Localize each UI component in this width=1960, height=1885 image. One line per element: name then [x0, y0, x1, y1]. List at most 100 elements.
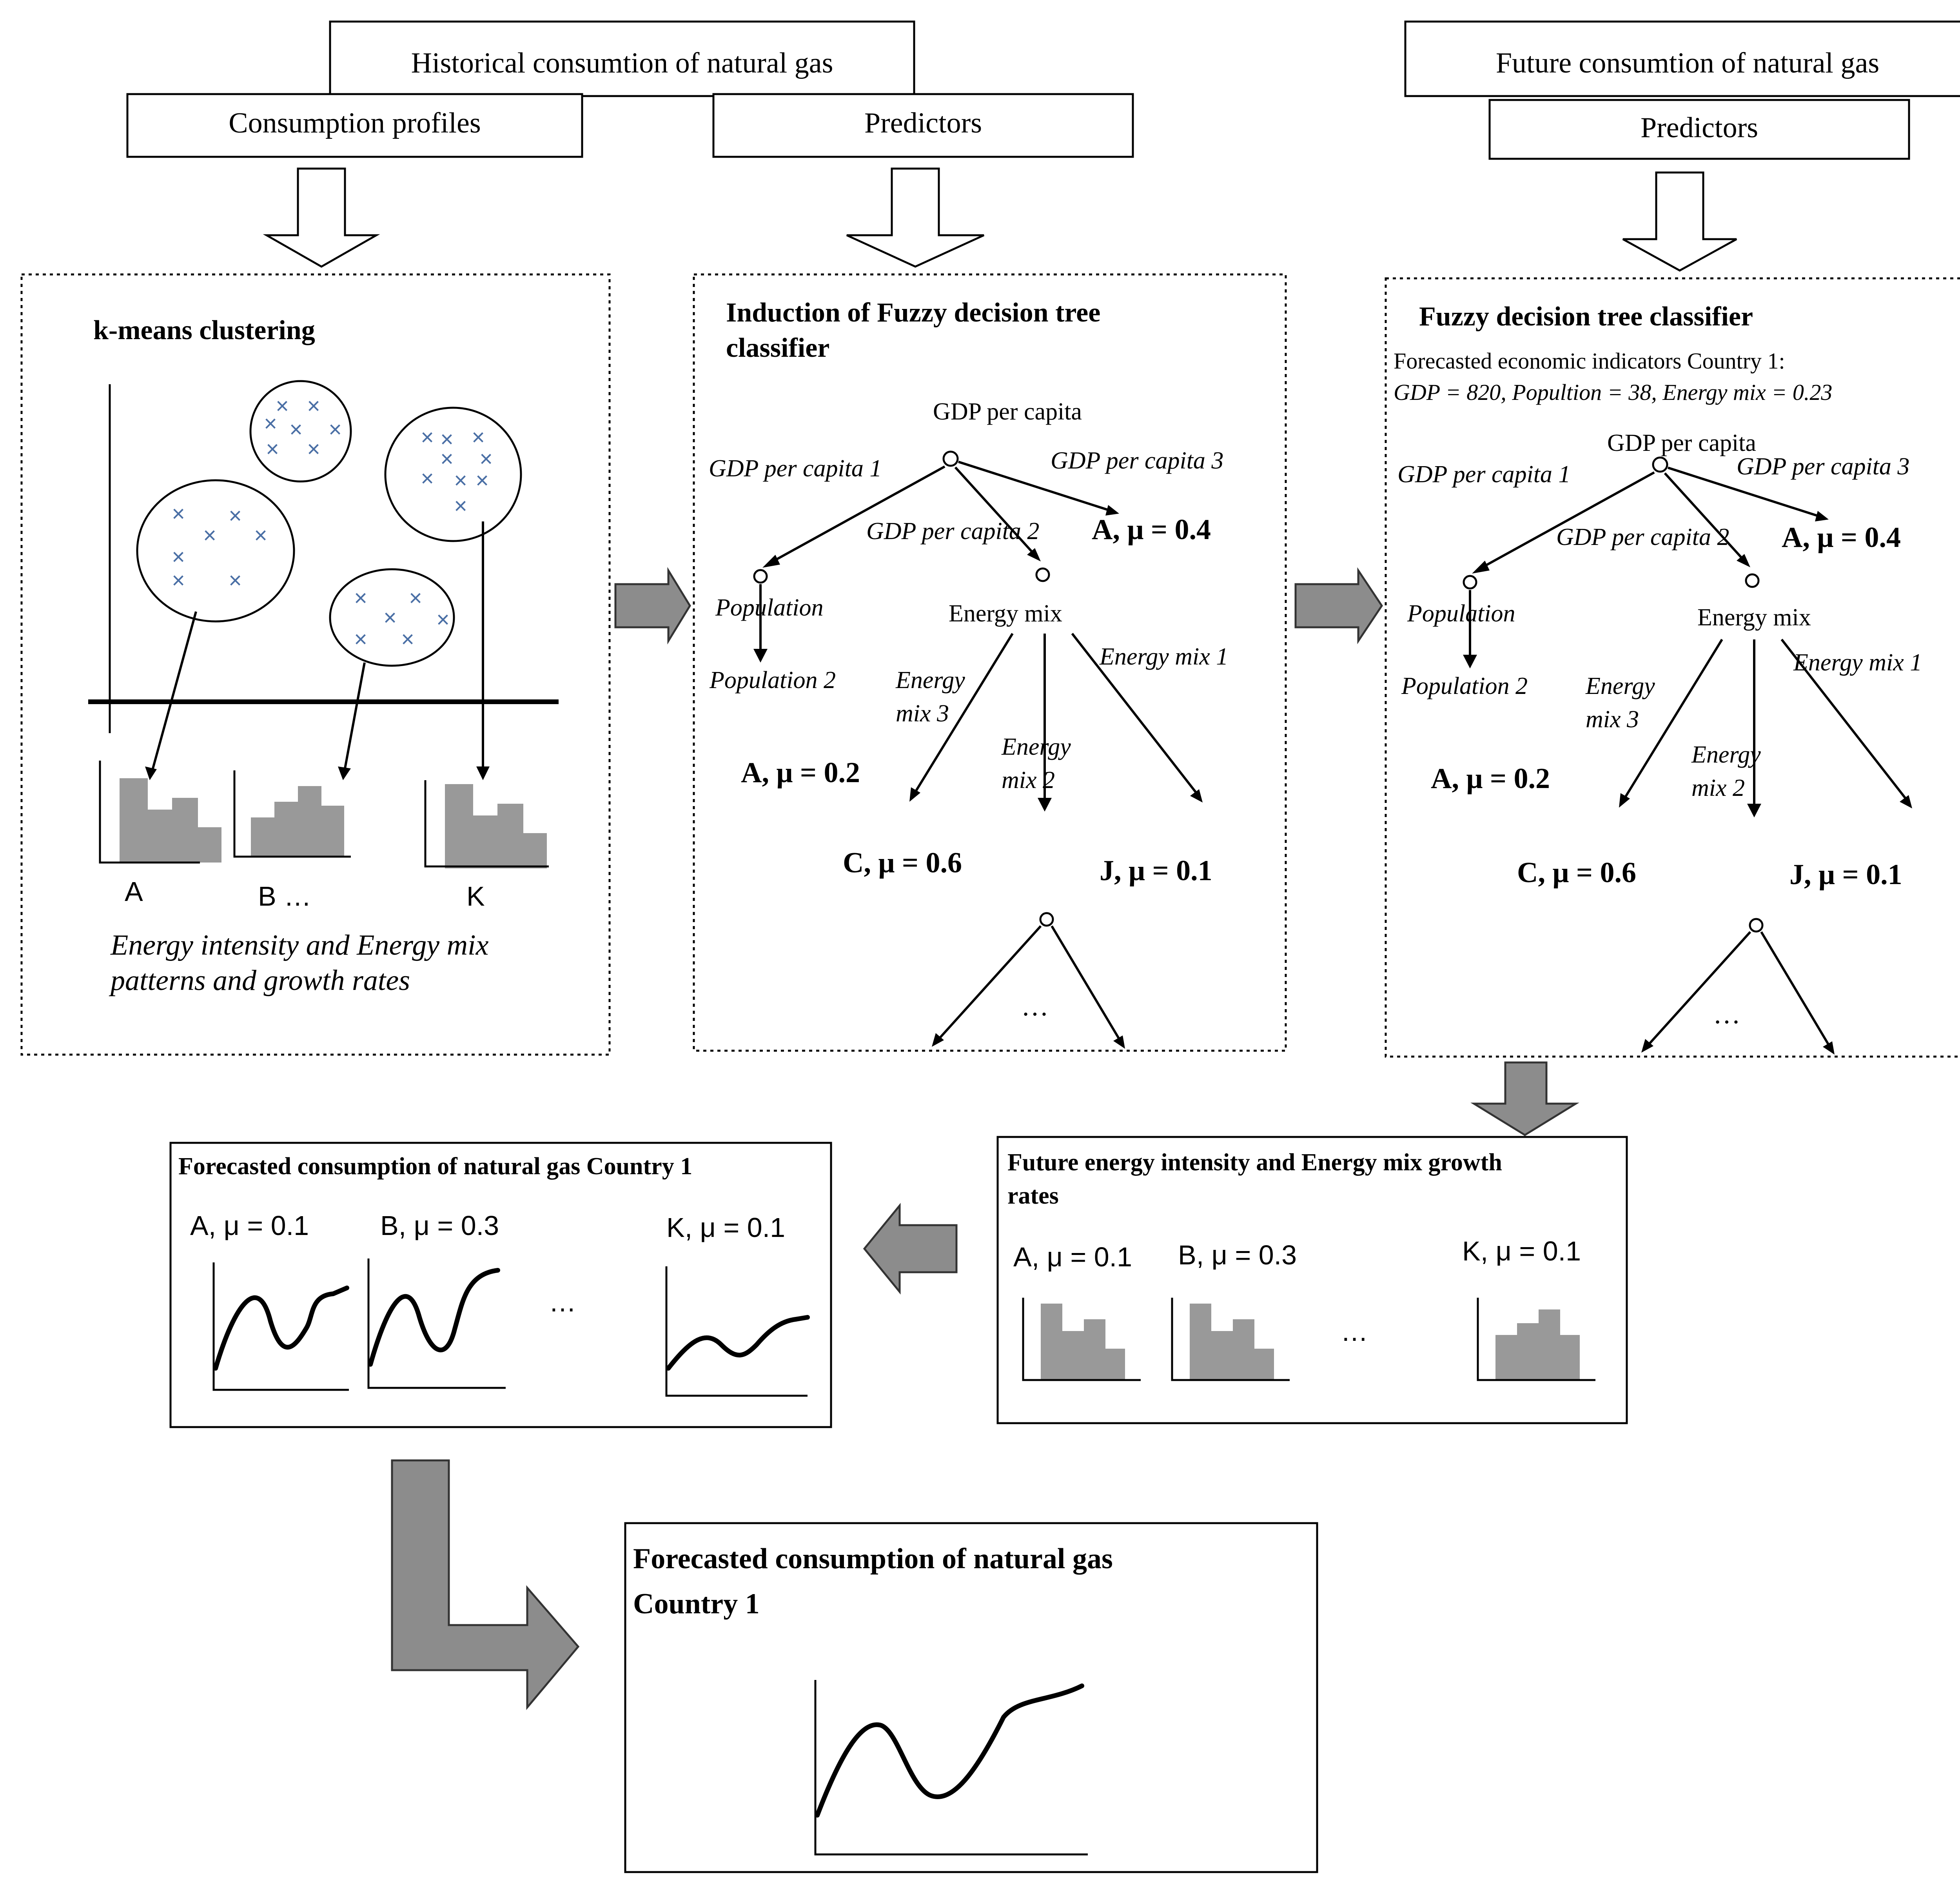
forecast-small-k: K, μ = 0.1: [666, 1212, 785, 1243]
svg-text:×: ×: [401, 627, 414, 652]
future-rates-title-line1: Future energy intensity and Energy mix g…: [1007, 1149, 1502, 1176]
kmeans-caption-line2: patterns and growth rates: [109, 964, 410, 997]
svg-text:GDP per capita 1: GDP per capita 1: [1397, 461, 1570, 488]
cluster-a-label: A: [125, 876, 143, 907]
cluster-group: [136, 380, 522, 667]
svg-text:×: ×: [454, 468, 467, 493]
histogram-k: [424, 780, 549, 868]
right-arrow-1: [614, 567, 691, 645]
kmeans-title: k-means clustering: [93, 315, 315, 345]
svg-text:A, μ = 0.2: A, μ = 0.2: [1431, 763, 1550, 795]
right-arrow-2: [1294, 567, 1383, 645]
svg-text:Population 2: Population 2: [1401, 673, 1528, 699]
future-hist-a: [1022, 1298, 1141, 1381]
svg-text:Energy mix: Energy mix: [949, 600, 1062, 627]
future-header: Future consumtion of natural gas: [1496, 47, 1879, 79]
l-arrow: [391, 1459, 580, 1710]
svg-text:×: ×: [307, 436, 320, 462]
svg-text:GDP per capita 3: GDP per capita 3: [1051, 447, 1223, 474]
svg-text:×: ×: [289, 417, 303, 442]
svg-text:mix 2: mix 2: [1002, 767, 1055, 794]
svg-text:×: ×: [172, 568, 185, 593]
svg-text:×: ×: [229, 503, 242, 528]
predictors-label-right: Predictors: [1641, 112, 1758, 144]
svg-text:Energy mix 1: Energy mix 1: [1099, 643, 1228, 670]
predictors-label-left: Predictors: [864, 107, 982, 139]
svg-text:GDP per capita 3: GDP per capita 3: [1737, 453, 1909, 480]
cluster-pointer-arrows: [145, 521, 490, 780]
svg-text:GDP per capita: GDP per capita: [1607, 430, 1756, 456]
final-title-line1: Forecasted consumption of natural gas: [633, 1543, 1113, 1575]
svg-text:×: ×: [421, 425, 434, 450]
svg-text:×: ×: [479, 446, 493, 472]
svg-text:A, μ = 0.2: A, μ = 0.2: [741, 757, 860, 789]
svg-text:Population 2: Population 2: [709, 667, 836, 694]
svg-text:…: …: [1021, 992, 1049, 1022]
left-arrow: [863, 1202, 958, 1295]
forecast-small-a: A, μ = 0.1: [190, 1210, 309, 1241]
svg-text:×: ×: [203, 523, 216, 548]
svg-text:×: ×: [409, 585, 422, 611]
forecast-small-b: B, μ = 0.3: [380, 1210, 499, 1241]
svg-text:GDP per capita 1: GDP per capita 1: [709, 455, 882, 482]
final-title-line2: Country 1: [633, 1588, 760, 1620]
predictors-box-left: [712, 93, 1134, 158]
svg-text:×: ×: [307, 393, 320, 419]
svg-text:Energy: Energy: [895, 667, 965, 694]
svg-text:×: ×: [440, 446, 454, 472]
svg-text:×: ×: [475, 468, 489, 493]
classifier-panel: [1385, 277, 1960, 1058]
svg-text:Energy: Energy: [1585, 673, 1655, 699]
cluster-points: ×× ××× ×× ××× ×× ××× × ×× ×× × ×× ×× ×× …: [172, 393, 493, 652]
svg-text:×: ×: [172, 544, 185, 570]
svg-text:Energy: Energy: [1691, 741, 1761, 768]
svg-text:×: ×: [229, 568, 242, 593]
svg-text:GDP per capita: GDP per capita: [933, 398, 1082, 425]
future-rates-title-line2: rates: [1007, 1182, 1059, 1209]
future-rate-b: B, μ = 0.3: [1178, 1240, 1297, 1270]
svg-text:×: ×: [328, 417, 342, 442]
svg-text:×: ×: [354, 627, 367, 652]
future-hist-k: [1477, 1298, 1595, 1381]
forecast-small-box: [169, 1142, 832, 1428]
future-rate-a: A, μ = 0.1: [1013, 1242, 1132, 1272]
future-rate-k: K, μ = 0.1: [1462, 1236, 1581, 1266]
final-forecast-curve: [814, 1680, 1088, 1856]
svg-text:×: ×: [472, 425, 485, 450]
kmeans-caption-line1: Energy intensity and Energy mix: [110, 929, 489, 961]
forecast-curve-b: [367, 1258, 506, 1389]
svg-text:mix 3: mix 3: [1586, 706, 1639, 733]
histogram-a: [99, 761, 221, 864]
svg-text:mix 3: mix 3: [896, 700, 949, 727]
svg-text:×: ×: [264, 411, 277, 436]
svg-text:×: ×: [172, 501, 185, 527]
cluster-b-label: B …: [258, 881, 311, 912]
svg-text:Energy mix 1: Energy mix 1: [1793, 649, 1922, 676]
classifier-title: Fuzzy decision tree classifier: [1419, 301, 1753, 332]
down-arrow-3: [1622, 171, 1737, 272]
forecast-small-dots: …: [549, 1287, 576, 1317]
svg-text:A, μ = 0.4: A, μ = 0.4: [1782, 521, 1901, 554]
svg-text:GDP per capita 2: GDP per capita 2: [1556, 524, 1729, 550]
tree-induction: GDP per capita GDP per capita 1 GDP per …: [709, 398, 1228, 1049]
svg-text:C, μ = 0.6: C, μ = 0.6: [1517, 857, 1636, 889]
forecast-small-title: Forecasted consumption of natural gas Co…: [178, 1153, 692, 1180]
svg-text:×: ×: [276, 393, 289, 419]
svg-text:×: ×: [254, 523, 267, 548]
down-arrow-2: [846, 167, 985, 268]
svg-text:J, μ = 0.1: J, μ = 0.1: [1789, 859, 1902, 891]
future-header-box: [1404, 20, 1960, 97]
historical-header: Historical consumtion of natural gas: [411, 47, 833, 79]
svg-text:C, μ = 0.6: C, μ = 0.6: [843, 847, 962, 879]
induction-title-line1: Induction of Fuzzy decision tree: [726, 298, 1100, 328]
induction-panel: [693, 273, 1287, 1052]
svg-text:…: …: [1713, 999, 1740, 1030]
svg-text:A, μ = 0.4: A, μ = 0.4: [1092, 514, 1211, 546]
final-forecast-box: [624, 1522, 1318, 1873]
profiles-box: [126, 93, 583, 158]
svg-text:Energy: Energy: [1001, 734, 1071, 760]
historical-header-box: [329, 20, 915, 97]
forecast-curve-a: [212, 1262, 349, 1391]
profiles-label: Consumption profiles: [229, 107, 481, 139]
